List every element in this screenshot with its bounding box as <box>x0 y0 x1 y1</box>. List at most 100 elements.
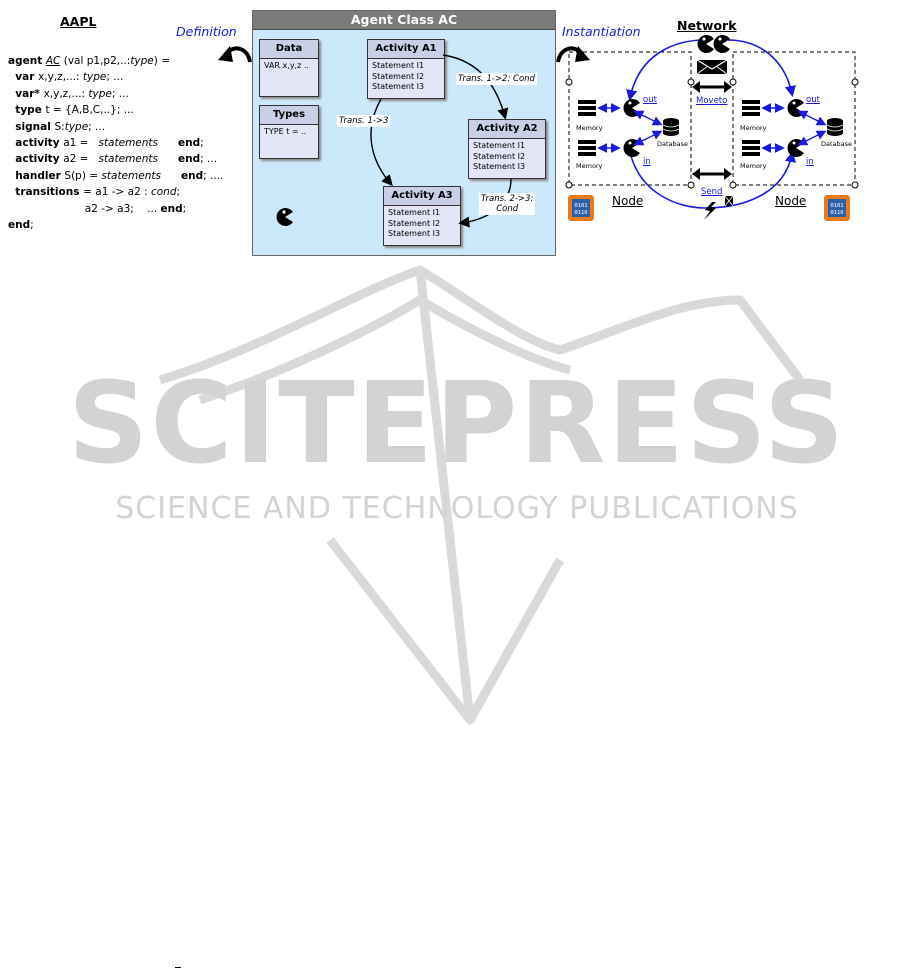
activity-a2-box: Activity A2 Statement I1 Statement I2 St… <box>468 119 546 179</box>
svg-text:0101: 0101 <box>830 203 843 209</box>
memory-icon <box>578 140 596 156</box>
box-corner-handles <box>565 78 859 189</box>
activity-a1-body: Statement I1 Statement I2 Statement I3 <box>372 61 425 92</box>
database-icon <box>662 118 680 136</box>
code-token: statements <box>98 153 158 166</box>
types-box-body: TYPE t = .. <box>264 127 307 136</box>
code-token: transitions <box>8 186 84 199</box>
code-token: handler <box>8 169 65 182</box>
right-out-label: out <box>806 95 820 105</box>
left-node-label: Node <box>612 194 644 208</box>
code-line: activity a2 = statements end; ... <box>8 151 223 167</box>
code-token <box>158 153 178 165</box>
code-token: = a1 -> a2 : <box>83 186 151 199</box>
code-token <box>158 137 178 149</box>
agent-class-title: Agent Class AC <box>253 11 555 30</box>
code-token: x,y,z,...: <box>38 71 83 84</box>
code-token: end <box>178 153 201 166</box>
code-line: var x,y,z,...: type; ... <box>8 69 223 85</box>
code-token: agent <box>8 55 46 67</box>
code-token: end <box>8 218 31 231</box>
activity-a3-box: Activity A3 Statement I1 Statement I2 St… <box>383 186 461 246</box>
transition-2-3-label: Trans. 2->3: Cond <box>479 193 536 215</box>
code-token: x,y,z,...: <box>43 87 89 100</box>
code-token: statements <box>98 136 158 149</box>
book-logo-icon <box>158 265 804 725</box>
stray-mark <box>175 967 181 968</box>
database-icon <box>826 118 844 136</box>
lightning-icon <box>704 202 716 220</box>
watermark-main-text: SCITEPRESS <box>68 359 847 489</box>
code-line: handler S(p) = statements end; .... <box>8 168 223 184</box>
code-line: type t = {A,B,C,..}; ... <box>8 102 223 118</box>
code-token: type <box>82 71 107 84</box>
code-token <box>161 170 181 182</box>
right-node-internals <box>742 99 844 157</box>
transition-1-2-label: Trans. 1->2: Cond <box>456 73 537 85</box>
code-token: activity <box>8 153 64 166</box>
code-token: type <box>88 87 112 100</box>
code-token: S(p) = <box>64 169 102 182</box>
memory-icon <box>742 100 760 116</box>
code-token: ; <box>30 218 34 231</box>
cpu-chip-icon: 0101 0110 <box>568 195 594 221</box>
code-token: t = {A,B,C,..}; ... <box>45 104 134 117</box>
right-memory-1-label: Memory <box>740 124 767 132</box>
code-line: transitions = a1 -> a2 : cond; <box>8 184 223 200</box>
code-line: agent AC (val p1,p2,..:type) = <box>8 53 223 69</box>
types-box: Types TYPE t = .. <box>259 105 319 159</box>
code-token: ; <box>182 202 187 215</box>
code-token: ; <box>200 136 204 149</box>
code-token: type <box>64 120 89 133</box>
activity-a3-title: Activity A3 <box>384 187 460 206</box>
code-token: AC <box>45 55 61 67</box>
network-title: Network <box>677 18 737 33</box>
arrow-a1-a2 <box>442 54 509 120</box>
code-token: var* <box>8 87 44 100</box>
code-token: cond <box>150 186 177 199</box>
activity-a2-title: Activity A2 <box>469 120 545 139</box>
code-token: ; ... <box>200 153 218 166</box>
send-double-arrow-icon <box>692 168 732 180</box>
code-token: ; .... <box>203 169 224 182</box>
right-in-label: in <box>806 157 814 167</box>
memory-icon <box>578 100 596 116</box>
transition-1-3-label: Trans. 1->3 <box>337 115 391 127</box>
activity-a3-body: Statement I1 Statement I2 Statement I3 <box>388 208 441 239</box>
code-token: (val p1,p2,..: <box>60 55 131 67</box>
aapl-title: AAPL <box>60 14 97 29</box>
code-line: a2 -> a3; ... end; <box>8 201 223 217</box>
activity-a1-title: Activity A1 <box>368 40 444 59</box>
code-token: ; <box>176 186 181 199</box>
code-token: end <box>160 202 183 215</box>
code-token: end <box>178 136 201 149</box>
cpu-chip-icon: 0101 0110 <box>824 195 850 221</box>
left-node-internals <box>578 99 680 157</box>
right-database-label: Database <box>821 140 853 148</box>
data-box-title: Data <box>260 40 318 59</box>
code-line: end; <box>8 217 223 233</box>
envelope-icon <box>696 59 728 75</box>
curved-arrow-left-icon <box>218 46 252 63</box>
agent-pacman-icon <box>787 99 804 117</box>
activity-a2-body: Statement I1 Statement I2 Statement I3 <box>473 141 526 172</box>
right-node-label: Node <box>775 194 807 208</box>
memory-icon <box>742 140 760 156</box>
arrow-a1-a3 <box>370 98 393 187</box>
agent-pacman-icon <box>787 139 804 157</box>
code-token: a1 = <box>63 136 99 149</box>
left-memory-2-label: Memory <box>576 162 603 170</box>
left-out-label: out <box>643 95 657 105</box>
send-label: Send <box>701 187 723 197</box>
code-token: type <box>8 104 46 117</box>
agent-pacman-icon <box>623 99 640 117</box>
code-token: ; ... <box>111 87 129 100</box>
moveto-label: Moveto <box>696 96 728 106</box>
code-token: type <box>130 55 154 67</box>
svg-text:0101: 0101 <box>574 203 587 209</box>
data-box-body: VAR x,y,z .. <box>264 61 309 70</box>
code-token: a2 -> a3; ... <box>8 202 161 215</box>
code-token: statements <box>101 169 161 182</box>
left-in-label: in <box>643 157 651 167</box>
